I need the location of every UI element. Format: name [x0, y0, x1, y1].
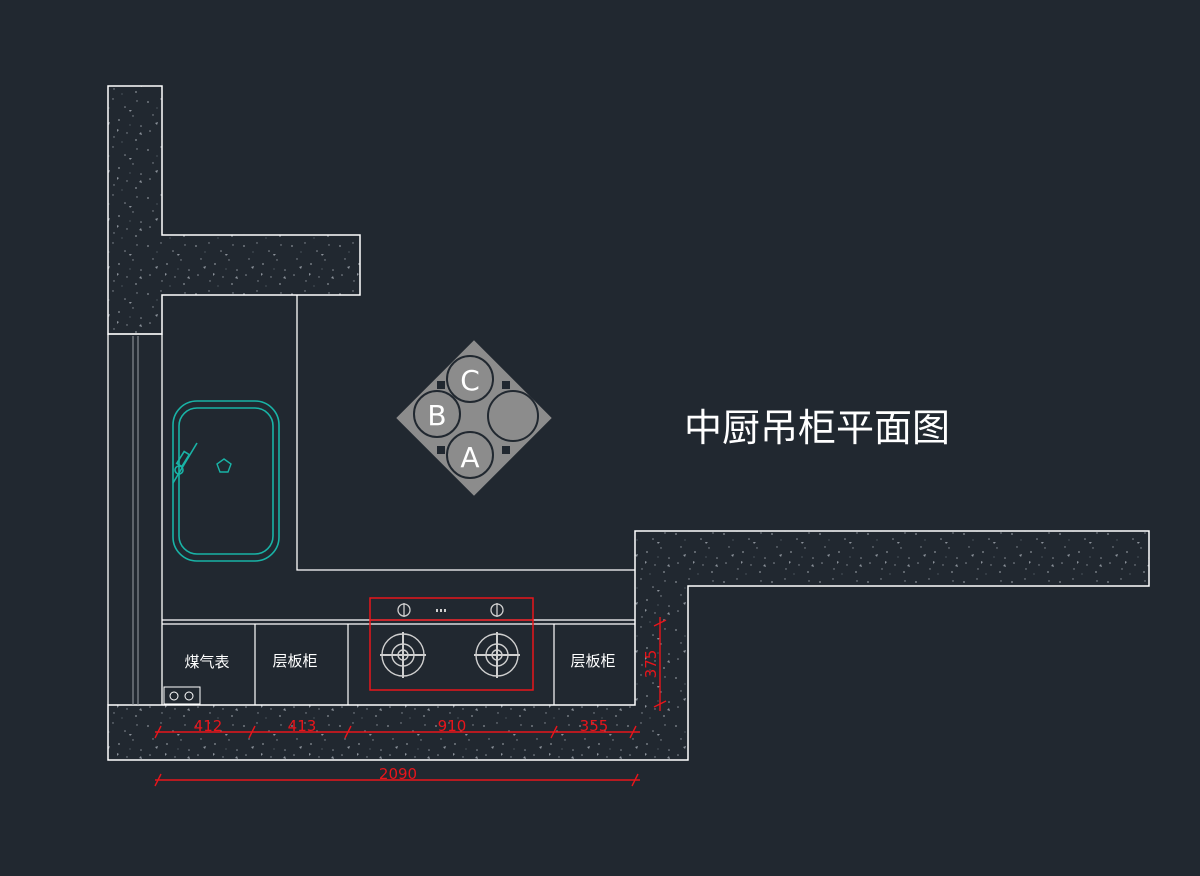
sink	[172, 400, 280, 562]
dimension-375: 375	[642, 650, 660, 679]
compass-label-b: B	[427, 399, 446, 432]
cabinet-shelf-right-label: 层板柜	[570, 652, 615, 670]
gas-pipe	[132, 336, 139, 705]
dimension-lines	[154, 617, 667, 787]
dimension-412: 412	[194, 717, 223, 735]
compass-label-c: C	[460, 364, 480, 397]
dimension-2090: 2090	[379, 765, 417, 783]
room-outline	[107, 295, 635, 705]
dimension-355: 355	[580, 717, 609, 735]
burner-left-icon	[380, 632, 426, 678]
stove-indicator-dots	[436, 609, 446, 612]
sink-inner	[178, 407, 274, 555]
orientation-symbol: C B A	[396, 340, 552, 496]
faucet-icon	[172, 442, 198, 484]
cabinet-gas-meter-label: 煤气表	[184, 653, 229, 671]
burner-right-icon	[474, 632, 520, 678]
cabinet-shelf-left-label: 层板柜	[272, 652, 317, 670]
dimension-labels: 412 413 910 355 2090 375	[194, 650, 660, 783]
sink-outer	[172, 400, 280, 562]
gas-meter-icon	[163, 686, 201, 705]
walls	[107, 85, 1150, 761]
compass-label-a: A	[460, 441, 479, 474]
gas-stove	[369, 597, 534, 691]
dimension-910: 910	[438, 717, 467, 735]
drawing-title: 中厨吊柜平面图	[684, 406, 950, 450]
stove-knob-icon	[397, 603, 411, 617]
stove-outline	[369, 597, 534, 691]
wall-left-upper	[107, 85, 361, 335]
cabinet-row	[254, 624, 555, 705]
wall-bottom-right	[107, 530, 1150, 761]
stove-knob-icon	[490, 603, 504, 617]
dimension-413: 413	[288, 717, 317, 735]
sink-drain	[216, 458, 232, 473]
